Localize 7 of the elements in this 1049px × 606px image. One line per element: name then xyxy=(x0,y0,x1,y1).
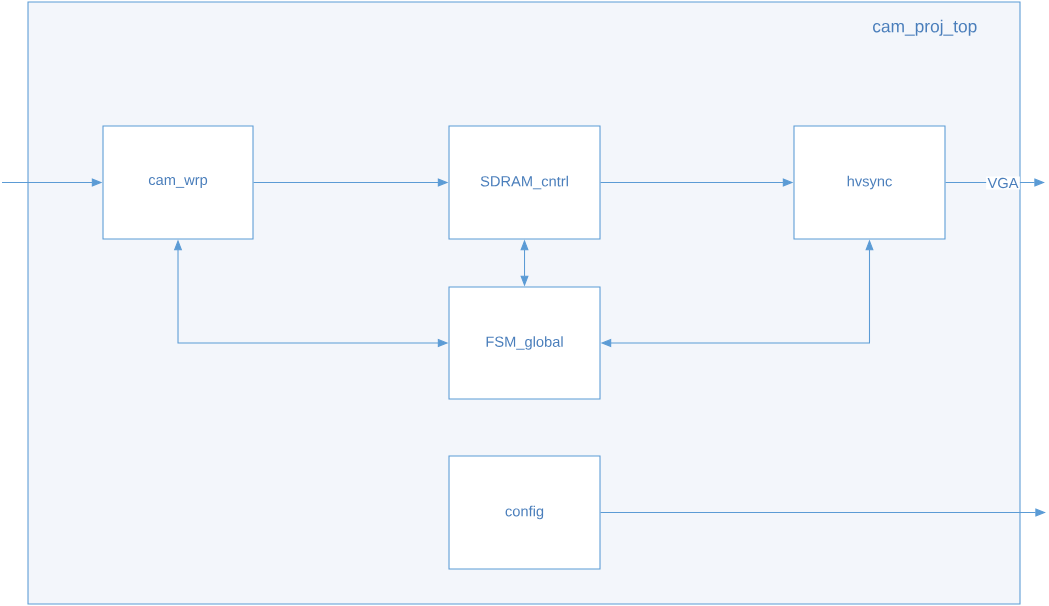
module-box: cam_wrp xyxy=(102,125,254,240)
module-box: hvsync xyxy=(793,125,946,240)
edge-label: VGA xyxy=(987,177,1019,189)
module-box: SDRAM_cntrl xyxy=(448,125,601,240)
module-box: FSM_global xyxy=(448,286,601,400)
module-box: config xyxy=(448,455,601,570)
connector-arrow xyxy=(600,508,1046,517)
